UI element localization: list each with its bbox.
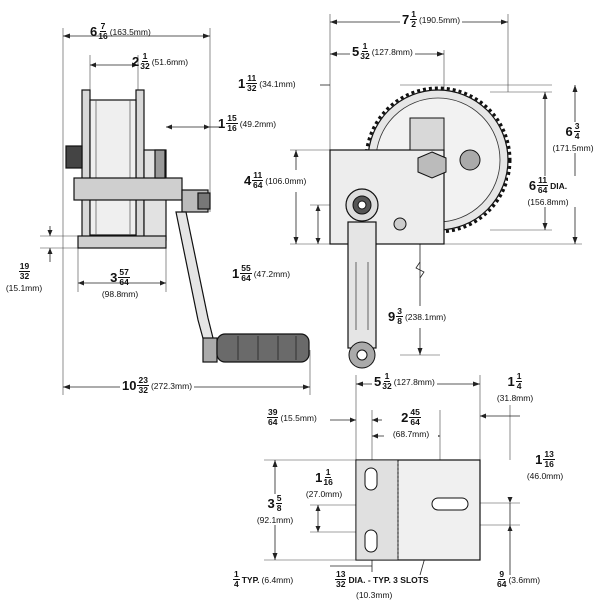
base-view bbox=[264, 375, 520, 576]
side-view bbox=[40, 28, 311, 395]
front-view bbox=[290, 14, 582, 369]
